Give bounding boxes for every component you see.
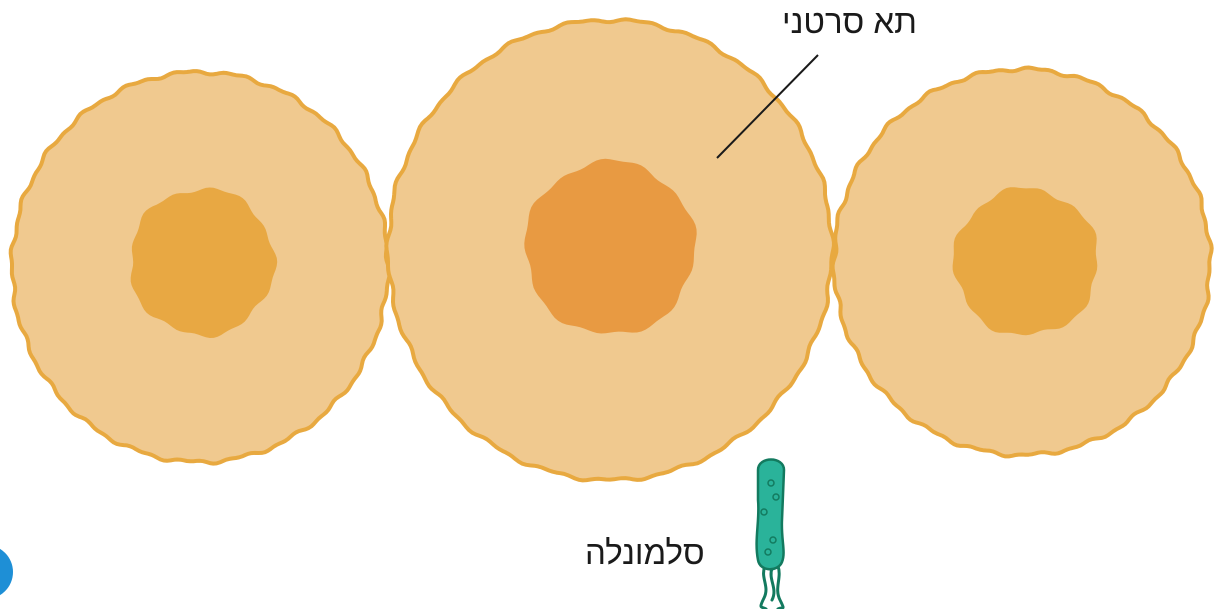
flagellum: [761, 566, 766, 609]
flagellum: [778, 566, 783, 609]
info-badge-icon: [0, 545, 13, 599]
cancer-cell-left: [11, 71, 390, 464]
flagellum: [771, 568, 774, 600]
salmonella-label: סלמונלה: [585, 536, 705, 569]
cancer-cell-right: [833, 68, 1212, 457]
cancer-cell-center: [386, 19, 834, 480]
salmonella-bacterium-icon: [757, 460, 784, 609]
cells-group: [11, 19, 1212, 480]
cancer-cell-label: תא סרטני: [782, 5, 917, 38]
